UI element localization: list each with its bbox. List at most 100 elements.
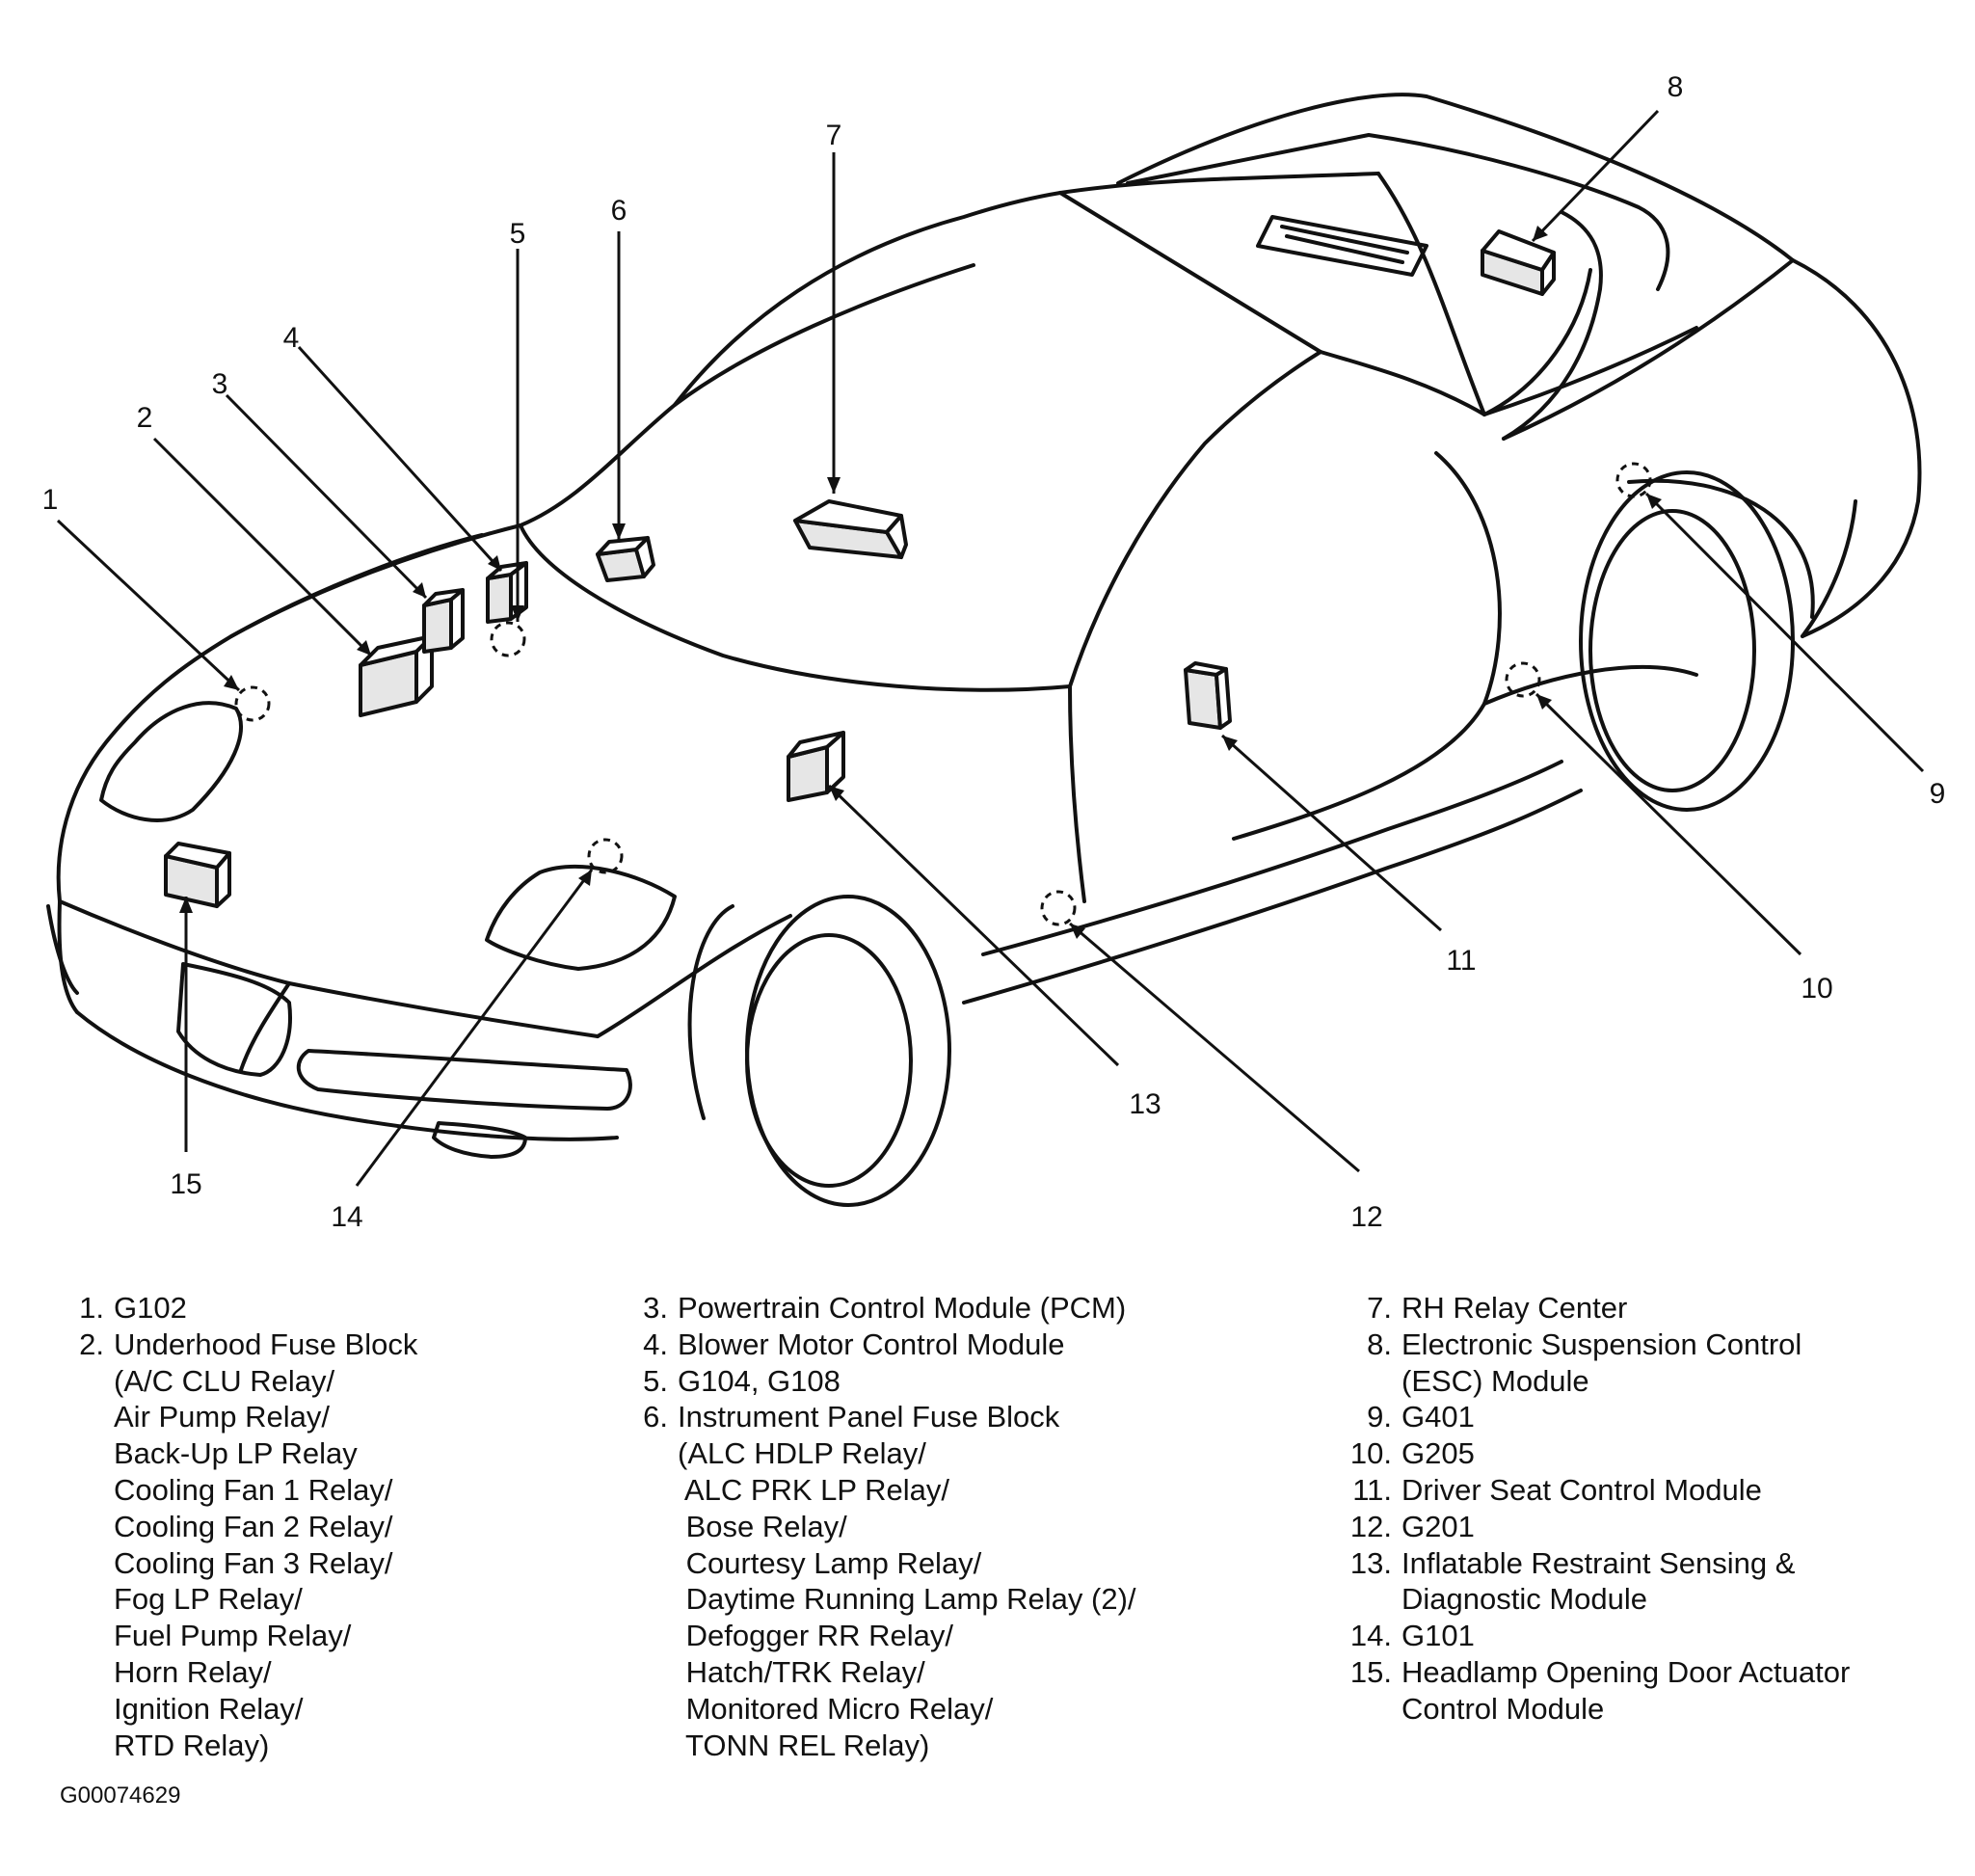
legend-item-line: Instrument Panel Fuse Block — [678, 1400, 1060, 1434]
legend-item-number: 4. — [643, 1327, 668, 1361]
legend-item: 1. G102 — [66, 1290, 567, 1327]
legend-item-line: Monitored Micro Relay/ — [678, 1691, 994, 1726]
legend-item-line: G401 — [1401, 1400, 1475, 1434]
legend-item-line: Underhood Fuse Block — [114, 1327, 418, 1361]
legend-item: 14. G101 — [1340, 1618, 1937, 1654]
callout-13: 13 — [1129, 1088, 1161, 1120]
legend-item: 2. Underhood Fuse Block(A/C CLU Relay/Air… — [66, 1327, 567, 1764]
legend-item-text: G205 — [1401, 1435, 1475, 1472]
legend-item-text: Driver Seat Control Module — [1401, 1472, 1762, 1509]
legend-item-number: 15. — [1349, 1654, 1392, 1689]
legend-item-line: Diagnostic Module — [1401, 1582, 1648, 1617]
legend-item-line: RH Relay Center — [1401, 1291, 1628, 1325]
callout-12: 12 — [1350, 1201, 1382, 1233]
legend-item-line: Horn Relay/ — [114, 1654, 272, 1689]
callout-1: 1 — [42, 484, 59, 516]
headlamp-door-actuator-module-box — [164, 842, 231, 908]
driver-seat-module-box — [1184, 661, 1232, 730]
legend-item-line: Fog LP Relay/ — [114, 1582, 303, 1617]
legend-item-line: TONN REL Relay) — [678, 1728, 930, 1762]
ground-g201-marker — [1040, 890, 1077, 926]
legend-item-line: RTD Relay) — [114, 1728, 270, 1762]
legend-item-text: Instrument Panel Fuse Block(ALC HDLP Rel… — [678, 1399, 1136, 1763]
legend-item-line: Defogger RR Relay/ — [678, 1619, 954, 1653]
legend-item-number: 12. — [1349, 1509, 1392, 1543]
callout-8: 8 — [1668, 71, 1684, 103]
legend-item: 8. Electronic Suspension Control(ESC) Mod… — [1340, 1327, 1937, 1400]
legend-item: 4. Blower Motor Control Module — [629, 1327, 1217, 1363]
esc-module-box — [1481, 229, 1556, 296]
legend-item-line: Headlamp Opening Door Actuator — [1401, 1654, 1851, 1689]
legend-item: 7. RH Relay Center — [1340, 1290, 1937, 1327]
legend-item-number: 13. — [1349, 1545, 1392, 1580]
legend-item-line: Driver Seat Control Module — [1401, 1472, 1762, 1507]
leader-lines — [56, 109, 1925, 1187]
legend-item-text: Underhood Fuse Block(A/C CLU Relay/Air P… — [114, 1327, 417, 1764]
figure-id: G00074629 — [60, 1782, 181, 1809]
legend-item-line: Air Pump Relay/ — [114, 1400, 330, 1434]
legend-item-line: Fuel Pump Relay/ — [114, 1619, 352, 1653]
legend-item-text: G401 — [1401, 1399, 1475, 1435]
legend-item-text: Powertrain Control Module (PCM) — [678, 1290, 1126, 1327]
legend-item-line: Cooling Fan 2 Relay/ — [114, 1509, 393, 1543]
legend-item: 5. G104, G108 — [629, 1363, 1217, 1400]
legend-item-line: Control Module — [1401, 1691, 1605, 1726]
legend-item-line: Bose Relay/ — [678, 1509, 847, 1543]
legend-item-text: G104, G108 — [678, 1363, 841, 1400]
legend-item-text: Electronic Suspension Control(ESC) Modul… — [1401, 1327, 1802, 1400]
legend-item-line: Hatch/TRK Relay/ — [678, 1654, 925, 1689]
legend-item-line: Inflatable Restraint Sensing & — [1401, 1545, 1796, 1580]
legend-item-text: G101 — [1401, 1618, 1475, 1654]
ground-markers — [234, 462, 1652, 926]
legend-item-line: Daytime Running Lamp Relay (2)/ — [678, 1582, 1136, 1617]
legend-item-line: ALC PRK LP Relay/ — [678, 1472, 950, 1507]
rh-relay-center-box — [793, 499, 908, 559]
legend-item: 13. Inflatable Restraint Sensing &Diagnos… — [1340, 1545, 1937, 1619]
legend-item-line: G104, G108 — [678, 1363, 841, 1398]
legend-item-line: (ESC) Module — [1401, 1363, 1589, 1398]
legend-item-line: (A/C CLU Relay/ — [114, 1363, 335, 1398]
legend-column-1: 1. G102 2. Underhood Fuse Block(A/C CLU Rel… — [66, 1290, 567, 1763]
ground-g104-g108-marker — [490, 621, 526, 657]
legend-item-number: 8. — [1367, 1327, 1392, 1361]
legend-item-text: G201 — [1401, 1509, 1475, 1545]
pcm-box — [422, 588, 465, 654]
callout-4: 4 — [283, 322, 300, 354]
car-outline — [46, 93, 1922, 1207]
component-markers — [164, 229, 1556, 908]
legend-item-number: 1. — [79, 1291, 104, 1325]
legend-item: 9.G401 — [1340, 1399, 1937, 1435]
legend-item-number: 3. — [643, 1291, 668, 1325]
legend-item-number: 6. — [643, 1400, 668, 1434]
legend-item-text: Inflatable Restraint Sensing &Diagnostic… — [1401, 1545, 1795, 1619]
legend-item-number: 10. — [1349, 1436, 1392, 1471]
callout-numbers: 1 2 3 4 5 6 7 8 9 10 11 12 13 14 15 — [42, 71, 1946, 1233]
legend-item-number: 2. — [79, 1327, 104, 1361]
legend-item-line: (ALC HDLP Relay/ — [678, 1436, 926, 1471]
legend-item-line: Blower Motor Control Module — [678, 1327, 1065, 1361]
legend-item: 12. G201 — [1340, 1509, 1937, 1545]
legend-item: 11.Driver Seat Control Module — [1340, 1472, 1937, 1509]
legend-item-number: 7. — [1367, 1291, 1392, 1325]
legend-column-2: 3. Powertrain Control Module (PCM) 4. Blowe… — [629, 1290, 1217, 1763]
legend-item-line: Electronic Suspension Control — [1401, 1327, 1802, 1361]
legend-item: 10. G205 — [1340, 1435, 1937, 1472]
callout-11: 11 — [1446, 945, 1476, 977]
legend-item-number: 14. — [1349, 1619, 1392, 1653]
ground-g101-marker — [587, 838, 624, 874]
legend-item-line: Cooling Fan 3 Relay/ — [114, 1545, 393, 1580]
legend-item-text: Blower Motor Control Module — [678, 1327, 1064, 1363]
legend-item-line: Cooling Fan 1 Relay/ — [114, 1472, 393, 1507]
legend-item-line: G102 — [114, 1291, 187, 1325]
legend-item-line: Powertrain Control Module (PCM) — [678, 1291, 1127, 1325]
callout-10: 10 — [1801, 973, 1832, 1005]
legend-item-text: RH Relay Center — [1401, 1290, 1627, 1327]
legend-item-text: G102 — [114, 1290, 187, 1327]
callout-3: 3 — [212, 368, 228, 400]
legend-item-number: 5. — [643, 1363, 668, 1398]
legend-item: 6. Instrument Panel Fuse Block(ALC HDLP R… — [629, 1399, 1217, 1763]
inflatable-restraint-module-box — [787, 731, 845, 802]
